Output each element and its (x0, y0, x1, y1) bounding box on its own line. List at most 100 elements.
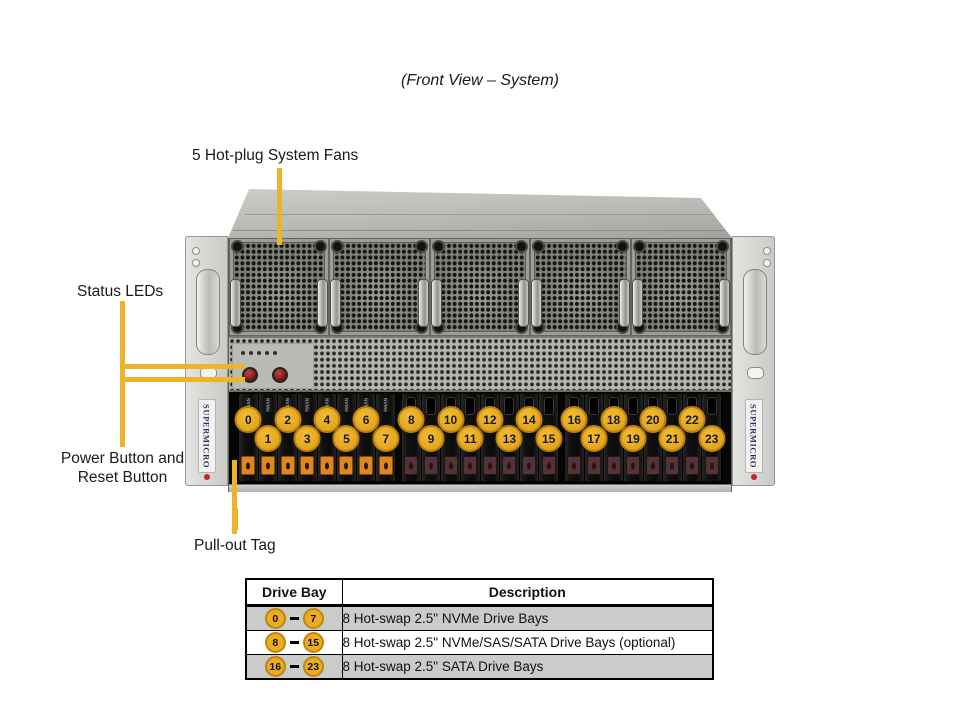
reset-button[interactable] (272, 367, 288, 383)
drive-latch[interactable] (463, 456, 478, 475)
drive-bay-number: 9 (417, 425, 445, 452)
drive-tray-15[interactable]: 15 (535, 394, 563, 481)
drive-latch[interactable] (339, 456, 354, 475)
fan-handle[interactable] (531, 279, 543, 327)
fan-grille (333, 242, 426, 332)
drive-tray-1[interactable]: NVMe 1 (254, 394, 282, 481)
drive-tray-22[interactable]: 22 (678, 394, 706, 481)
screw-icon (534, 242, 544, 251)
drive-bay-number: 1 (254, 425, 282, 452)
latch-dot (265, 462, 270, 469)
drive-latch[interactable] (606, 456, 621, 475)
drive-tray-10[interactable]: 10 (437, 394, 465, 481)
status-power-leader-line-vertical (120, 301, 125, 447)
screw-icon (718, 323, 728, 332)
drive-latch[interactable] (665, 456, 680, 475)
drive-tray-8[interactable]: 8 (397, 394, 425, 481)
fan-grille (534, 242, 627, 332)
fan-handle[interactable] (430, 279, 442, 327)
drive-latch[interactable] (241, 456, 256, 475)
power-button[interactable] (242, 367, 258, 383)
fan-grille (634, 242, 728, 332)
bay-start-badge: 16 (264, 656, 286, 677)
fan-handle[interactable] (618, 279, 630, 327)
fan-module-1 (229, 238, 330, 336)
header-drive-bay: Drive Bay (245, 578, 343, 606)
latch-dot (650, 462, 655, 469)
drive-bay-number: 10 (437, 406, 465, 433)
fan-handle[interactable] (330, 279, 342, 327)
fan-handle[interactable] (417, 279, 429, 327)
drive-latch[interactable] (541, 456, 556, 475)
screw-icon (416, 242, 426, 251)
drive-type-label: NVMe (264, 397, 272, 413)
drive-latch[interactable] (704, 456, 719, 475)
drive-tray-20[interactable]: 20 (639, 394, 667, 481)
drive-latch[interactable] (482, 456, 497, 475)
fan-handle[interactable] (518, 279, 530, 327)
drive-tray-14[interactable]: 14 (515, 394, 543, 481)
drive-latch[interactable] (685, 456, 700, 475)
drive-tray-19[interactable]: 19 (619, 394, 647, 481)
screw-icon (233, 242, 242, 251)
fan-row (229, 238, 732, 336)
latch-dot (631, 462, 636, 469)
drive-tray-17[interactable]: 17 (580, 394, 608, 481)
drive-latch[interactable] (567, 456, 582, 475)
screw-icon (534, 323, 544, 332)
bay-start-badge: 8 (264, 632, 286, 653)
drive-bay-number: 15 (535, 425, 563, 452)
fan-handle[interactable] (719, 279, 731, 327)
drive-latch[interactable] (586, 456, 601, 475)
drive-latch[interactable] (443, 456, 458, 475)
drive-latch[interactable] (626, 456, 641, 475)
drive-latch[interactable] (319, 456, 334, 475)
drive-tray-23[interactable]: 23 (698, 394, 726, 481)
drive-tray-18[interactable]: 18 (600, 394, 628, 481)
supermicro-logo: SUPERMICRO (197, 399, 216, 473)
drive-latch[interactable] (260, 456, 275, 475)
drive-latch[interactable] (404, 456, 419, 475)
chassis-bottom-edge (229, 484, 731, 492)
drive-latch[interactable] (522, 456, 537, 475)
latch-dot (428, 462, 433, 469)
drive-latch[interactable] (502, 456, 517, 475)
bay-start-badge: 0 (264, 608, 286, 629)
drive-latch[interactable] (423, 456, 438, 475)
drive-latch[interactable] (378, 456, 393, 475)
screw-icon (617, 323, 627, 332)
drive-latch[interactable] (359, 456, 374, 475)
drive-bay-number: 5 (332, 425, 360, 452)
drive-tray-9[interactable]: 9 (417, 394, 445, 481)
drive-bay-number: 11 (456, 425, 484, 452)
screw-icon (634, 323, 644, 332)
drive-latch[interactable] (280, 456, 295, 475)
tray-slot (504, 397, 515, 415)
status-led-icon (249, 351, 253, 355)
fan-handle[interactable] (230, 279, 241, 327)
fan-handle[interactable] (317, 279, 329, 327)
drive-latch[interactable] (645, 456, 660, 475)
latch-dot (364, 462, 369, 469)
drive-tray-11[interactable]: 11 (456, 394, 484, 481)
fan-handle[interactable] (631, 279, 643, 327)
drive-latch[interactable] (300, 456, 315, 475)
drive-tray-21[interactable]: 21 (658, 394, 686, 481)
fan-grille (433, 242, 527, 332)
drive-tray-13[interactable]: 13 (495, 394, 523, 481)
screw-hole (763, 247, 771, 255)
latch-dot (591, 462, 596, 469)
